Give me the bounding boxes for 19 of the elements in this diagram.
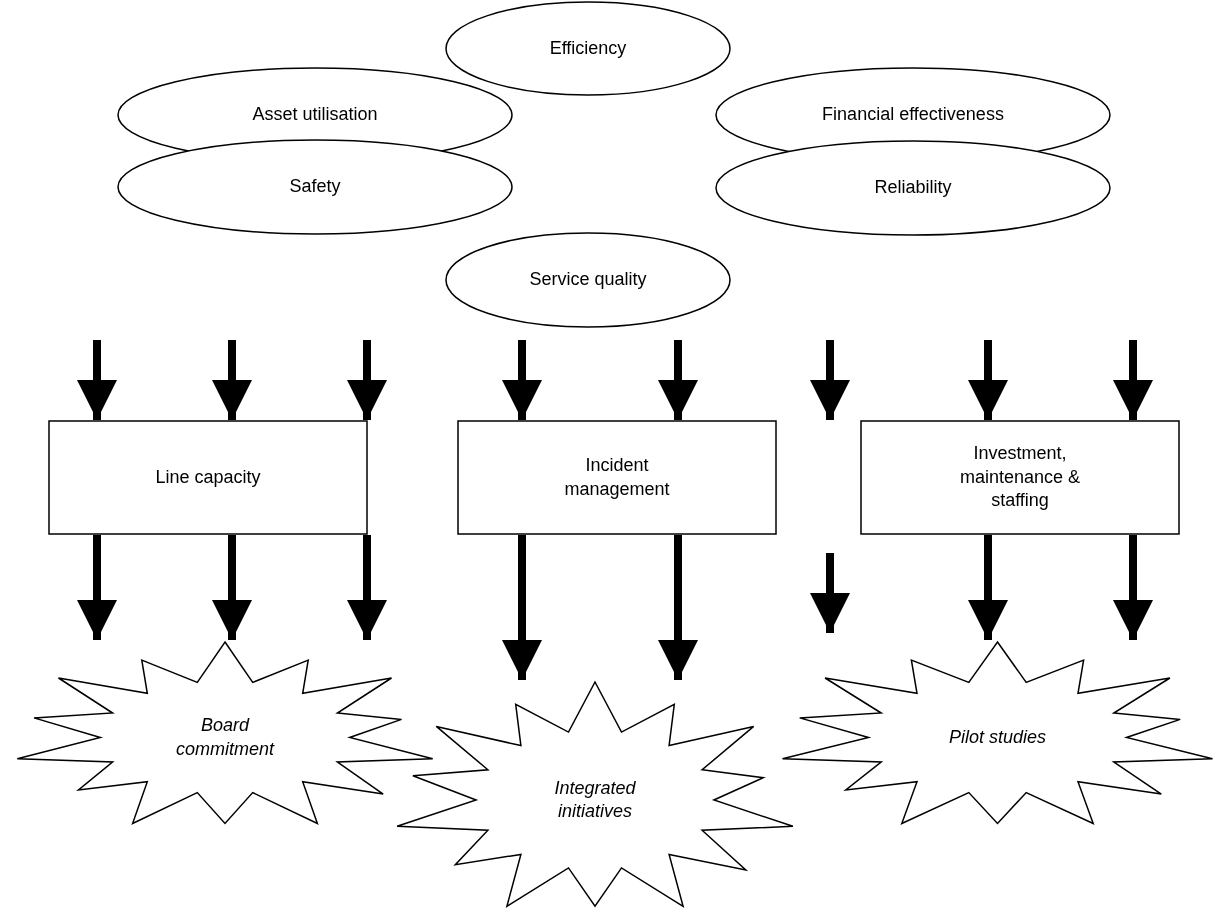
arrow [77,535,117,640]
node-label: Board commitment [175,714,276,761]
arrow [658,535,698,680]
arrow [1113,535,1153,640]
node-label: Integrated initiatives [553,776,637,823]
node-label: Incident management [563,454,671,501]
node-label: Investment, maintenance & staffing [958,442,1082,513]
arrow [968,535,1008,640]
arrow [212,535,252,640]
node-label: Financial effectiveness [822,103,1004,127]
node-label: Service quality [529,268,647,292]
node-label: Efficiency [549,36,627,60]
node-label: Reliability [874,176,952,200]
arrow [347,535,387,640]
arrow [502,535,542,680]
node-label: Asset utilisation [252,103,378,127]
node-label: Line capacity [155,465,261,489]
node-label: Pilot studies [948,725,1047,749]
node-label: Safety [289,175,341,199]
